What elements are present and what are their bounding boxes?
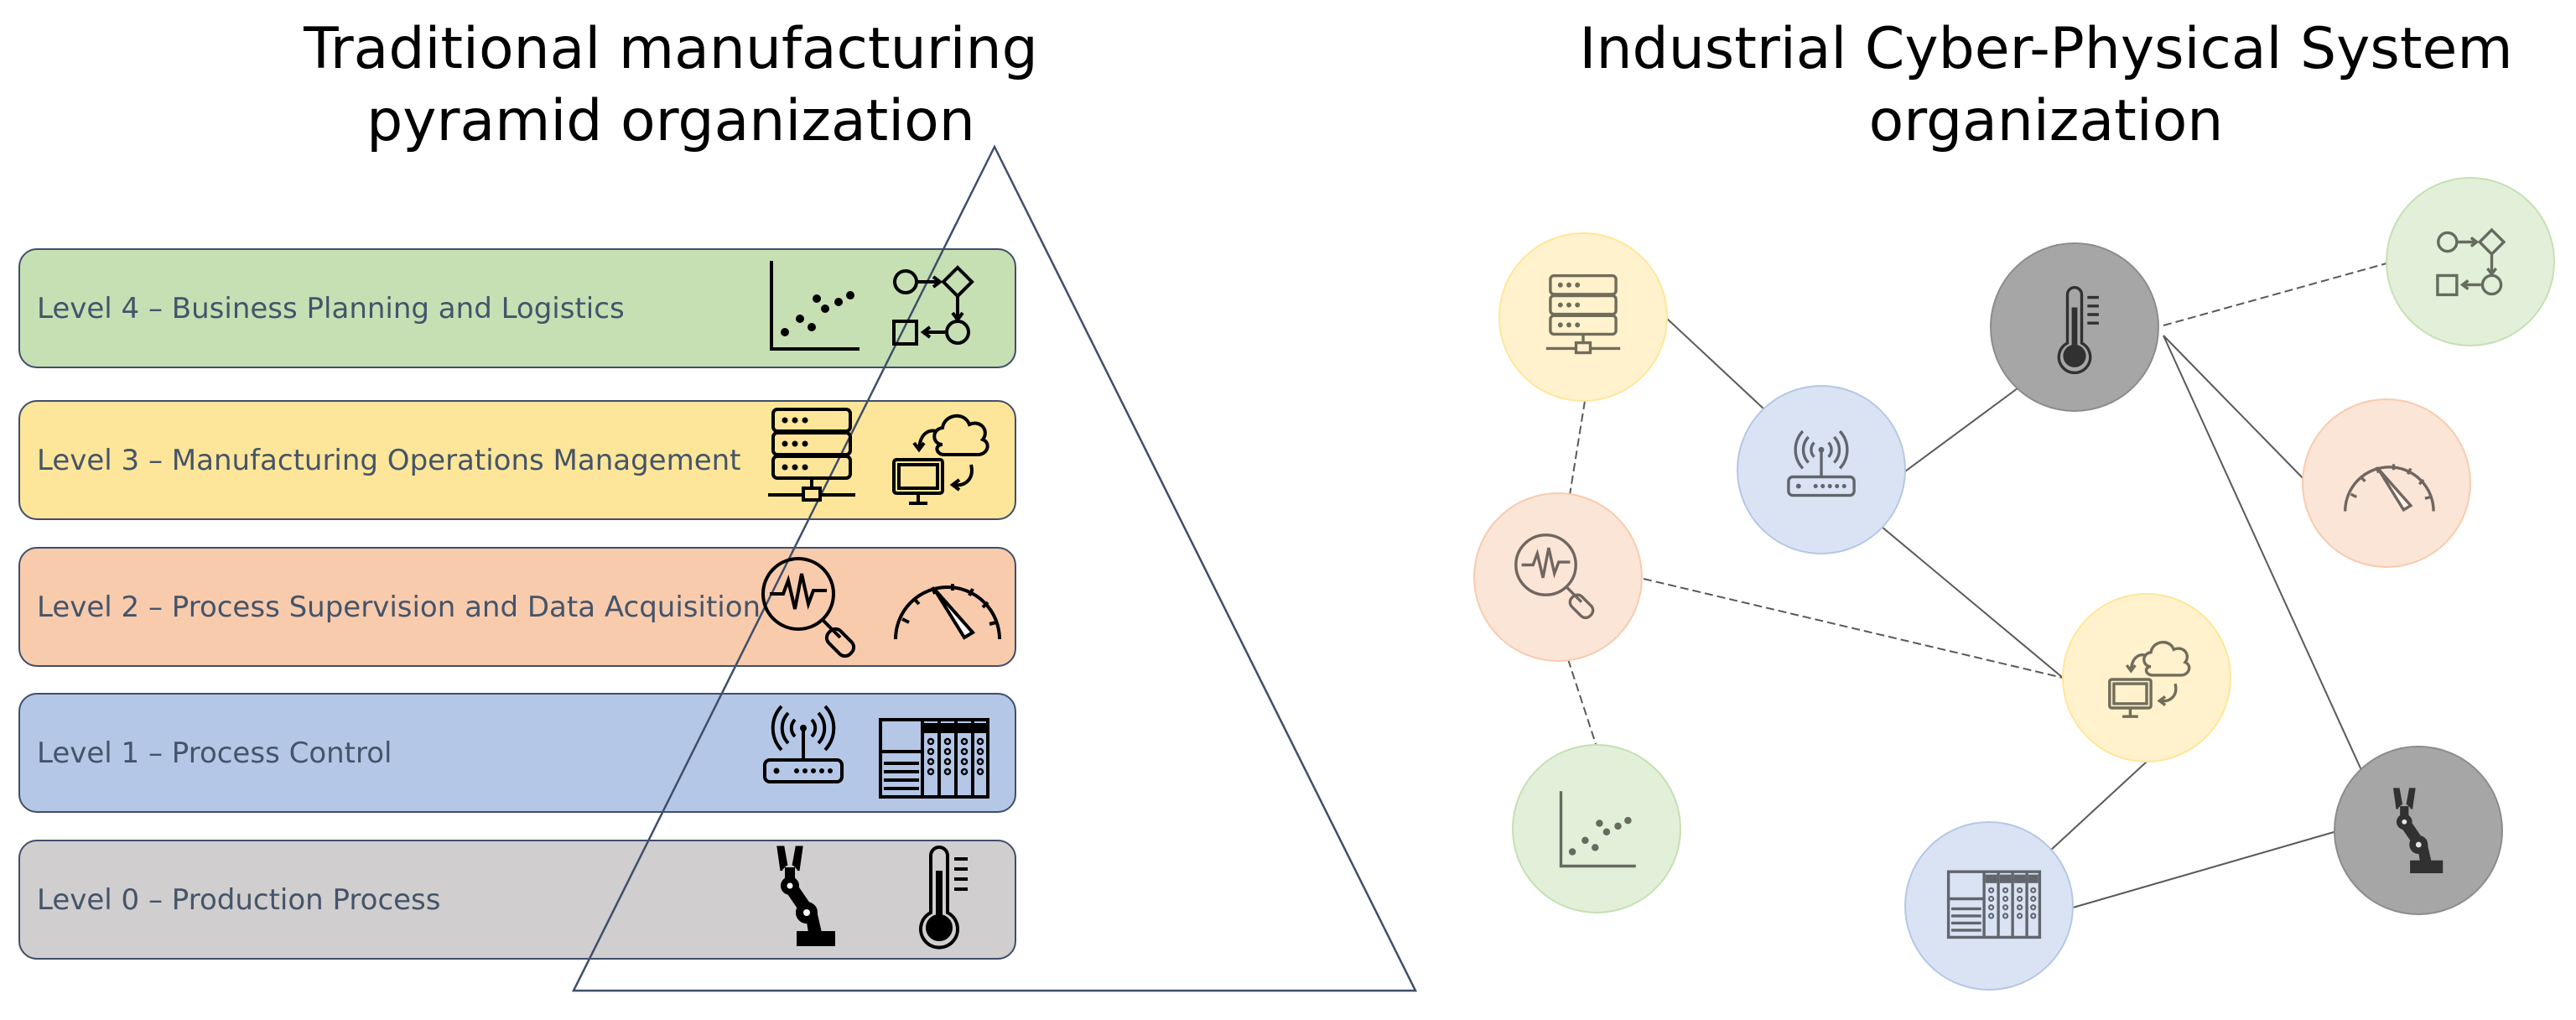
- signal-magnifier-icon: [761, 557, 859, 661]
- node-cloud: [2062, 593, 2231, 762]
- link-router-cloud: [1881, 526, 2064, 679]
- level-2-icons: [761, 557, 1001, 661]
- node-thermometer: [1990, 242, 2159, 412]
- plc-icon: [879, 718, 989, 799]
- thermometer-icon: [921, 847, 968, 948]
- link-server-signal: [1569, 400, 1586, 496]
- cloud-computer-icon: [892, 414, 989, 505]
- scatter-plot-icon: [770, 259, 861, 351]
- level-1-bar: Level 1 – Process Control: [18, 693, 1016, 813]
- node-router: [1737, 385, 1906, 554]
- node-gauge: [2302, 398, 2471, 568]
- link-server-router: [1665, 316, 1765, 410]
- link-thermometer-robot: [2163, 335, 2362, 771]
- right-title-line2: organization: [1868, 88, 2224, 154]
- left-title-line1: Traditional manufacturing: [304, 16, 1038, 82]
- level-0-icons: [778, 847, 968, 948]
- node-server: [1498, 232, 1668, 402]
- level-3-icons: [766, 408, 989, 505]
- level-0-label: Level 0 – Production Process: [37, 883, 441, 917]
- node-scatter: [1512, 744, 1681, 913]
- left-title-line2: pyramid organization: [366, 88, 975, 154]
- level-1-icons: [763, 705, 989, 799]
- level-4-label: Level 4 – Business Planning and Logistic…: [37, 292, 625, 325]
- right-title-line1: Industrial Cyber-Physical System: [1579, 16, 2513, 82]
- right-title: Industrial Cyber-Physical System organiz…: [1576, 13, 2516, 158]
- wifi-router-icon: [763, 705, 844, 783]
- link-plc-robot: [2072, 830, 2340, 908]
- level-3-label: Level 3 – Manufacturing Operations Manag…: [37, 444, 741, 477]
- pyramid-triangle: [571, 144, 1418, 992]
- node-signal: [1473, 492, 1643, 662]
- node-flowchart: [2386, 177, 2555, 346]
- link-cloud-plc: [2038, 761, 2148, 861]
- link-signal-cloud: [1643, 578, 2064, 679]
- level-2-label: Level 2 – Process Supervision and Data A…: [37, 591, 761, 624]
- level-1-label: Level 1 – Process Control: [37, 736, 392, 770]
- node-plc: [1904, 821, 2074, 991]
- flowchart-icon: [892, 266, 974, 346]
- level-2-bar: Level 2 – Process Supervision and Data A…: [18, 547, 1016, 667]
- gauge-icon: [894, 582, 1001, 641]
- link-thermometer-flowchart: [2163, 263, 2387, 326]
- robot-arm-icon: [778, 847, 834, 945]
- link-signal-scatter: [1567, 658, 1597, 747]
- link-router-thermometer: [1904, 385, 2022, 472]
- left-title: Traditional manufacturing pyramid organi…: [252, 13, 1090, 158]
- level-0-bar: Level 0 – Production Process: [18, 840, 1016, 960]
- network-links: [1567, 263, 2387, 908]
- link-thermometer-gauge: [2163, 335, 2310, 486]
- server-icon: [766, 408, 857, 502]
- level-4-icons: [770, 259, 974, 351]
- node-robot: [2334, 746, 2503, 915]
